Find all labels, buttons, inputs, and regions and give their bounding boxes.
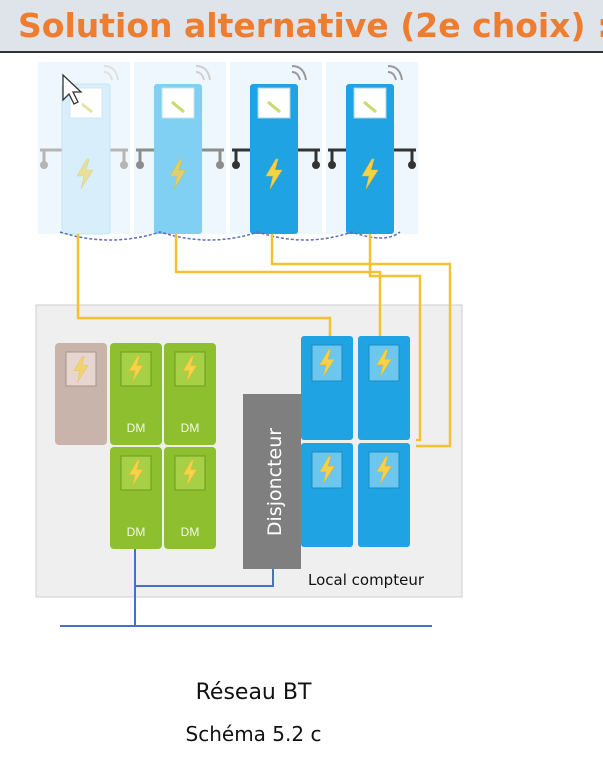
- header-bar: Solution alternative (2e choix) :: [0, 0, 603, 53]
- submeter-4: [358, 443, 410, 547]
- network-lines: [60, 549, 432, 627]
- wifi-icon: [387, 71, 397, 81]
- charging-station-1: [38, 62, 130, 235]
- page-title: Solution alternative (2e choix) :: [18, 6, 603, 45]
- svg-text:DM: DM: [127, 525, 146, 539]
- schema-caption: Schéma 5.2 c: [185, 722, 322, 746]
- submeters-group: [301, 336, 410, 547]
- svg-text:Disjoncteur: Disjoncteur: [264, 428, 286, 536]
- wifi-icon: [291, 71, 301, 81]
- meter-dm-3: DM: [110, 447, 162, 549]
- gauge-icon: [171, 100, 185, 114]
- meter-dm-4: DM: [164, 447, 216, 549]
- communication-link: [59, 231, 401, 241]
- meters-group: DM DM DM DM: [55, 343, 216, 549]
- submeter-3: [301, 443, 353, 547]
- charging-station-3: [230, 62, 322, 234]
- gauge-icon: [363, 100, 377, 114]
- gauge-icon: [81, 102, 93, 114]
- submeter-2: [358, 336, 410, 440]
- cursor-icon: [62, 73, 83, 105]
- network-caption: Réseau BT: [195, 680, 312, 705]
- svg-text:DM: DM: [181, 421, 200, 435]
- yellow-cables: [76, 234, 452, 448]
- svg-text:DM: DM: [127, 421, 146, 435]
- wifi-icon: [103, 71, 113, 81]
- submeter-1: [301, 336, 353, 440]
- gauge-icon: [267, 100, 281, 114]
- charging-stations: [38, 62, 418, 241]
- charging-station-2: [134, 62, 226, 234]
- wifi-icon: [195, 71, 205, 81]
- charging-station-4: [326, 62, 418, 234]
- meter-existing: [55, 343, 107, 445]
- meter-dm-2: DM: [164, 343, 216, 445]
- meter-room-label: Local compteur: [308, 571, 425, 589]
- svg-text:DM: DM: [181, 525, 200, 539]
- breaker: Disjoncteur: [243, 394, 301, 569]
- meter-dm-1: DM: [110, 343, 162, 445]
